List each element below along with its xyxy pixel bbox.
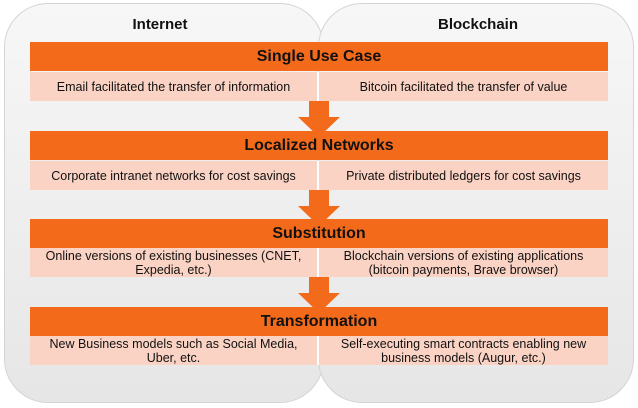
internet-cell: Corporate intranet networks for cost sav…	[30, 161, 319, 190]
stage-row-transformation: New Business models such as Social Media…	[30, 336, 608, 365]
down-arrow-icon	[298, 190, 340, 226]
stage-title-single-use-case: Single Use Case	[30, 42, 608, 71]
internet-cell: New Business models such as Social Media…	[30, 336, 319, 365]
blockchain-cell: Private distributed ledgers for cost sav…	[346, 168, 581, 183]
stage-row-single-use-case: Email facilitated the transfer of inform…	[30, 72, 608, 101]
stage-title-localized-networks: Localized Networks	[30, 131, 608, 160]
down-arrow-icon	[298, 277, 340, 313]
internet-cell: Online versions of existing businesses (…	[30, 248, 319, 277]
stage-title-substitution: Substitution	[30, 219, 608, 248]
internet-header: Internet	[132, 16, 188, 33]
blockchain-header: Blockchain	[437, 16, 519, 33]
blockchain-cell: Blockchain versions of existing applicat…	[343, 248, 584, 277]
stage-row-localized-networks: Corporate intranet networks for cost sav…	[30, 161, 608, 190]
down-arrow-icon	[298, 101, 340, 137]
blockchain-cell: Bitcoin facilitated the transfer of valu…	[359, 79, 568, 94]
blockchain-cell: Self-executing smart contracts enabling …	[340, 336, 587, 365]
stage-row-substitution: Online versions of existing businesses (…	[30, 248, 608, 277]
internet-cell: Email facilitated the transfer of inform…	[30, 72, 319, 101]
stage-title-transformation: Transformation	[30, 307, 608, 336]
